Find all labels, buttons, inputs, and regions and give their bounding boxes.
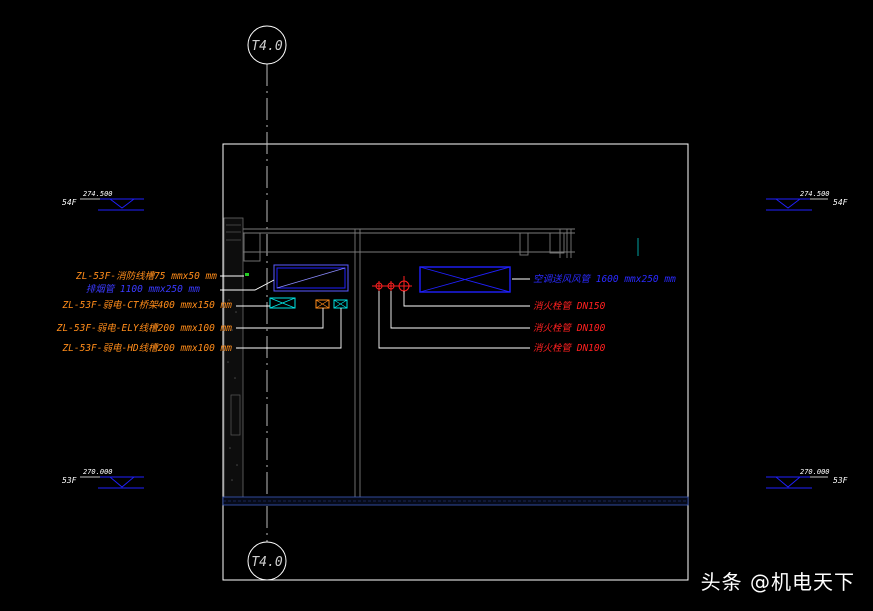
floor-label-upper-right: 54F bbox=[833, 198, 848, 207]
level-marker-upper-right: 274.500 54F bbox=[766, 190, 848, 211]
label-smoke-duct: 排烟管 1100 mmx250 mm bbox=[86, 283, 201, 295]
label-ac-duct: 空调送风风管 1600 mmx250 mm bbox=[533, 273, 676, 285]
ceiling-beam bbox=[243, 228, 575, 262]
floor-label-lower-right: 53F bbox=[833, 476, 848, 485]
level-marker-lower-right: 270.000 53F bbox=[766, 468, 848, 489]
watermark: 头条 @机电天下 bbox=[700, 570, 855, 594]
axis-label-bottom: T4.0 bbox=[251, 555, 282, 570]
leader-lines bbox=[220, 275, 530, 349]
fire-hydrant-pipes bbox=[372, 276, 412, 294]
floor-slab bbox=[222, 496, 689, 506]
level-value-lower-left: 270.000 bbox=[83, 468, 113, 476]
ely-trunking bbox=[315, 299, 330, 309]
axis-bubble-top bbox=[247, 25, 287, 65]
label-ct-tray: ZL-53F-弱电-CT桥架400 mmx150 mm bbox=[61, 300, 232, 311]
section-frame bbox=[222, 143, 689, 581]
hd-trunking bbox=[333, 299, 348, 309]
ct-cable-tray bbox=[269, 297, 296, 309]
label-fire-tray: ZL-53F-消防线槽75 mmx50 mm bbox=[75, 271, 217, 282]
floor-label-lower-left: 53F bbox=[62, 476, 77, 485]
smoke-exhaust-duct bbox=[273, 264, 349, 292]
left-wall bbox=[223, 217, 244, 499]
level-marker-lower-left: 270.000 53F bbox=[62, 468, 144, 489]
level-marker-upper-left: 274.500 54F bbox=[62, 190, 144, 211]
label-fire-pipe-1: 消火栓管 DN150 bbox=[533, 300, 606, 312]
axis-bubble-bottom bbox=[247, 541, 287, 581]
support-post bbox=[354, 229, 361, 498]
level-value-lower-right: 270.000 bbox=[800, 468, 830, 476]
axis-label-top: T4.0 bbox=[251, 39, 282, 54]
level-value-upper-right: 274.500 bbox=[800, 190, 830, 198]
level-value-upper-left: 274.500 bbox=[83, 190, 113, 198]
label-ely-tray: ZL-53F-弱电-ELY线槽200 mmx100 mm bbox=[56, 323, 233, 334]
label-fire-pipe-2: 消火栓管 DN100 bbox=[533, 322, 606, 334]
label-hd-tray: ZL-53F-弱电-HD线槽200 mmx100 mm bbox=[61, 343, 232, 354]
ac-supply-duct bbox=[419, 266, 511, 293]
label-fire-pipe-3: 消火栓管 DN100 bbox=[533, 342, 606, 354]
floor-label-upper-left: 54F bbox=[62, 198, 77, 207]
fire-trunking bbox=[245, 273, 249, 276]
